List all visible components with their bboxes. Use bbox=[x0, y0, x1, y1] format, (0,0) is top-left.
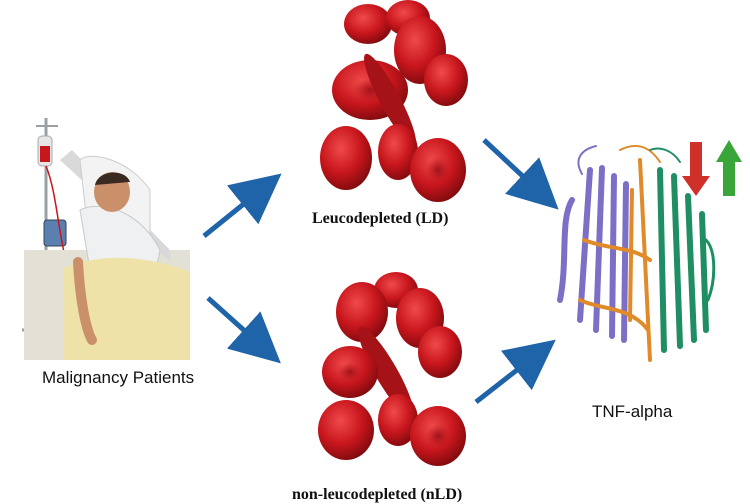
malignancy-patients-label: Malignancy Patients bbox=[42, 368, 195, 387]
leucodepleted-label: Leucodepleted (LD) bbox=[312, 210, 449, 227]
arrow-nld-to-tnf bbox=[474, 339, 556, 404]
tnf-alpha-protein bbox=[557, 144, 716, 362]
arrow-to-nld bbox=[206, 296, 281, 364]
down-arrow-icon bbox=[682, 142, 710, 196]
rbc-cluster-nld bbox=[318, 272, 466, 466]
non-leucodepleted-label: non-leucodepleted (nLD) bbox=[292, 486, 463, 503]
rbc-cluster-ld bbox=[320, 0, 468, 202]
arrow-to-ld bbox=[202, 173, 282, 238]
patient-illustration bbox=[22, 118, 190, 360]
up-arrow-icon bbox=[716, 140, 742, 196]
flow-arrows bbox=[202, 138, 559, 404]
tnf-alpha-label: TNF-alpha bbox=[592, 402, 673, 421]
arrow-ld-to-tnf bbox=[482, 138, 559, 210]
